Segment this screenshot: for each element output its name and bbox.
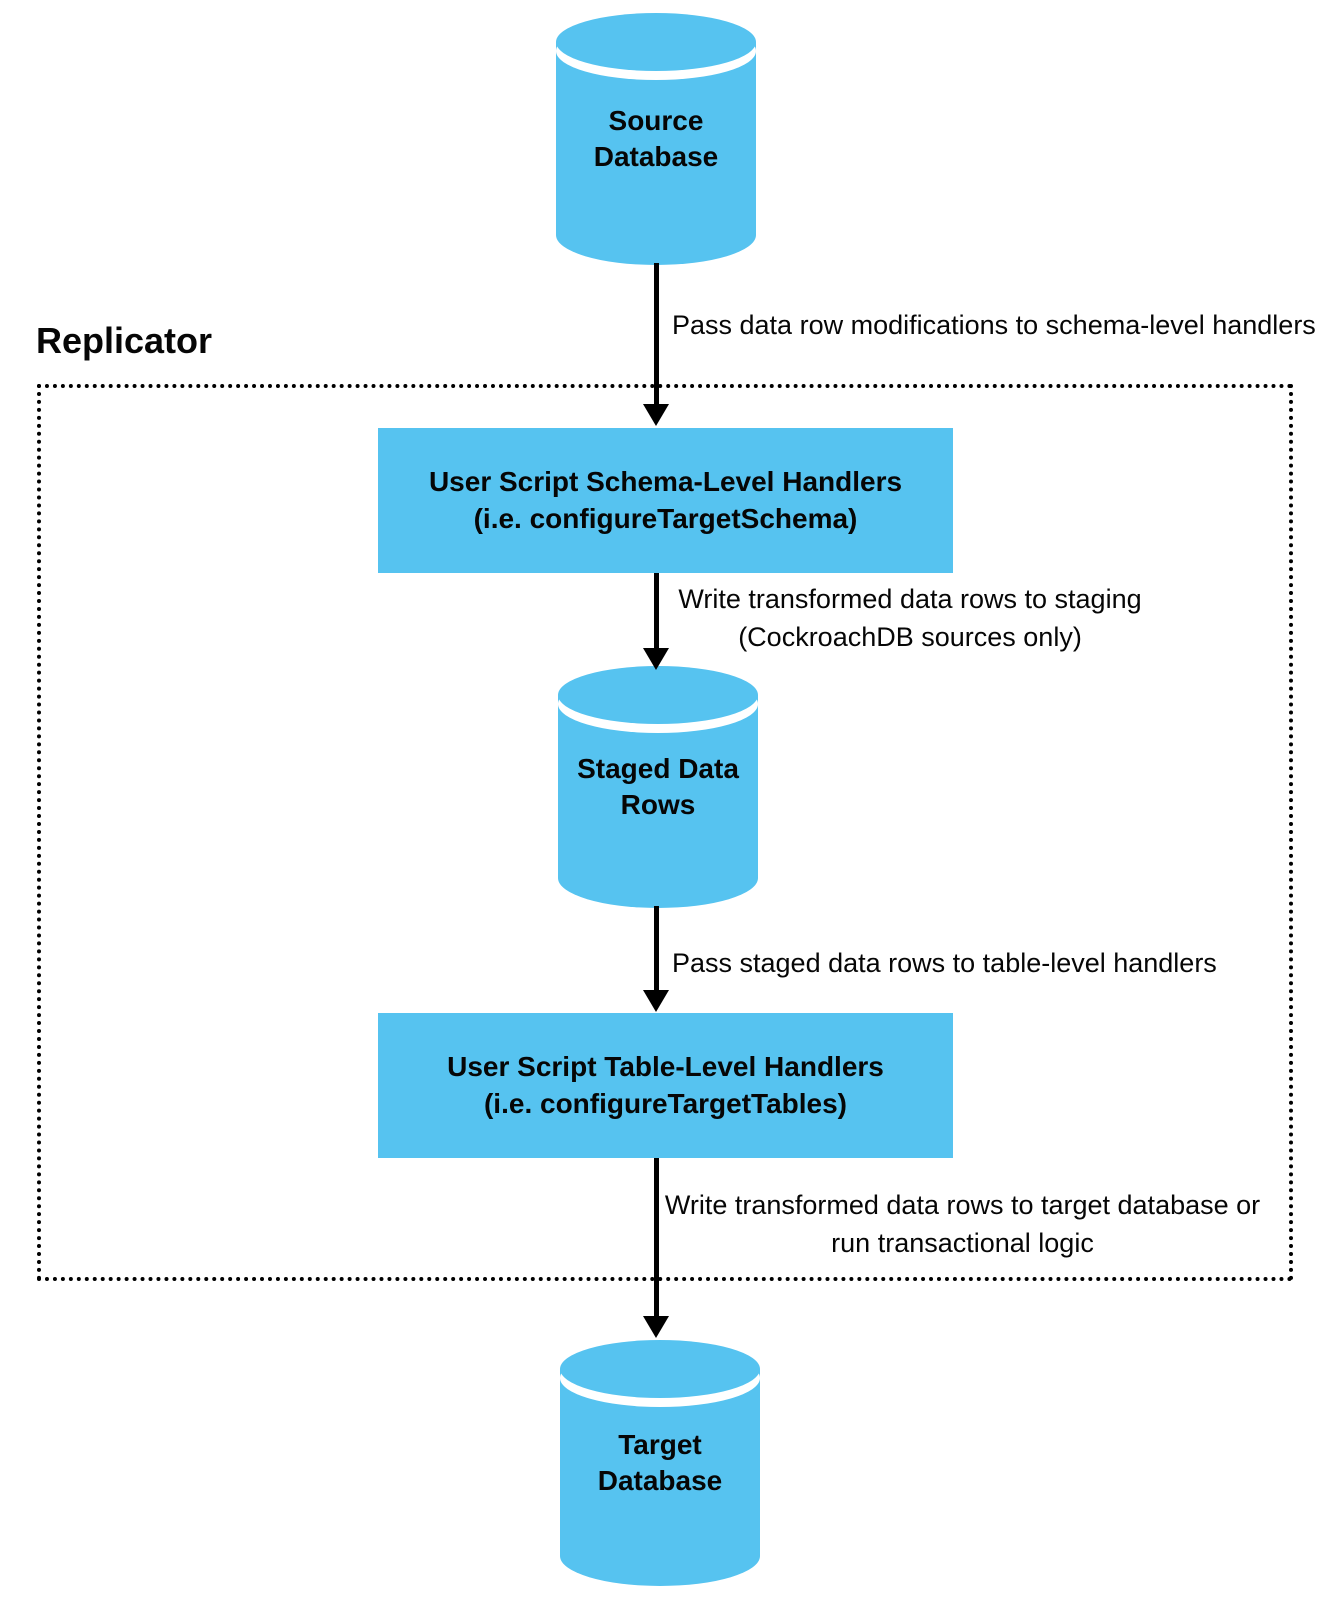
node-source-database: Source Database	[556, 13, 756, 265]
replicator-title: Replicator	[36, 320, 213, 361]
node-label: Source Database	[593, 105, 719, 172]
node-label: Target Database	[597, 1429, 723, 1496]
edge-label-table-to-target: Write transformed data rows to target da…	[664, 1190, 1261, 1258]
arrowhead-source-to-schema	[643, 404, 669, 426]
arrowhead-table-to-target	[643, 1316, 669, 1338]
arrow-source-to-schema	[654, 263, 659, 405]
arrow-schema-to-staging	[654, 573, 659, 650]
node-staged-data-rows: Staged Data Rows	[558, 666, 758, 908]
node-table-level-handlers: User Script Table-Level Handlers (i.e. c…	[378, 1013, 953, 1158]
cylinder-top-ellipse	[556, 13, 756, 71]
cylinder-body	[560, 1369, 760, 1586]
node-schema-level-handlers: User Script Schema-Level Handlers (i.e. …	[378, 428, 953, 573]
node-label: Staged Data Rows	[577, 753, 739, 820]
arrowhead-staging-to-table	[643, 990, 669, 1012]
edge-label-staging-to-table: Pass staged data rows to table-level han…	[672, 948, 1217, 978]
arrow-staging-to-table	[654, 906, 659, 992]
cylinder-top-ellipse	[560, 1340, 760, 1398]
edge-label-source-to-schema: Pass data row modifications to schema-le…	[672, 310, 1316, 340]
replicator-boundary-box	[37, 384, 1293, 1281]
cylinder-top-ellipse	[558, 666, 758, 724]
cylinder-body	[556, 42, 756, 265]
edge-label-schema-to-staging: Write transformed data rows to staging (…	[678, 584, 1142, 652]
arrow-table-to-target	[654, 1158, 659, 1318]
node-target-database: Target Database	[560, 1340, 760, 1586]
arrowhead-schema-to-staging	[643, 648, 669, 670]
cylinder-body	[558, 695, 758, 908]
